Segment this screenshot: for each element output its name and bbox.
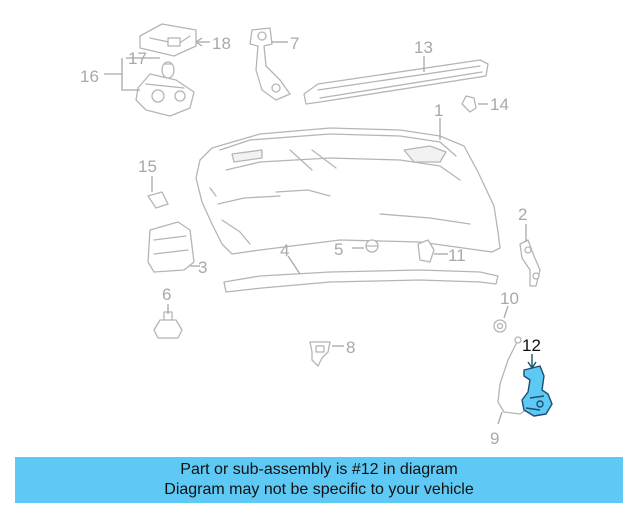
callout-13: 13	[414, 38, 433, 57]
callout-2: 2	[518, 205, 527, 224]
callout-17: 17	[128, 49, 147, 68]
part-12-latch-highlighted[interactable]	[521, 365, 553, 417]
part-14-clip[interactable]	[461, 95, 477, 113]
callout-4: 4	[280, 241, 289, 260]
callout-18: 18	[212, 34, 231, 53]
part-4-weatherstrip[interactable]	[223, 269, 499, 293]
part-10-grommet[interactable]	[493, 319, 507, 333]
part-9-cable[interactable]	[497, 336, 533, 415]
callout-12: 12	[522, 336, 541, 355]
part-6-bumper-mount[interactable]	[153, 311, 183, 339]
banner-line-2: Diagram may not be specific to your vehi…	[164, 481, 474, 498]
callout-7: 7	[290, 34, 299, 53]
callout-9: 9	[490, 429, 499, 448]
info-banner: Part or sub-assembly is #12 in diagram D…	[15, 457, 623, 503]
callout-11: 11	[448, 246, 466, 265]
part-16-hinge-assembly[interactable]	[135, 73, 195, 117]
part-8-clip[interactable]	[309, 341, 331, 367]
part-1-liftgate[interactable]	[195, 127, 501, 255]
part-18-hinge-bracket[interactable]	[139, 23, 197, 57]
callout-14: 14	[490, 95, 509, 114]
callout-5: 5	[334, 240, 343, 259]
part-11-retainer[interactable]	[417, 239, 435, 263]
callout-10: 10	[500, 289, 519, 308]
parts-diagram: 18 17 16 7 13 14	[80, 23, 553, 448]
part-5-bumper[interactable]	[365, 239, 379, 253]
callout-16: 16	[80, 67, 99, 86]
part-2-hinge[interactable]	[519, 239, 541, 287]
part-3-trim-panel[interactable]	[147, 221, 195, 273]
part-15-pad[interactable]	[147, 191, 169, 209]
callout-8: 8	[346, 338, 355, 357]
callout-15: 15	[138, 157, 157, 176]
part-17-bolt[interactable]	[161, 61, 175, 79]
part-13-trim-strip[interactable]	[303, 59, 489, 105]
callout-3: 3	[198, 258, 207, 277]
banner-line-1: Part or sub-assembly is #12 in diagram	[180, 461, 458, 478]
callout-6: 6	[162, 285, 171, 304]
part-7-strut-bracket[interactable]	[249, 27, 291, 101]
callout-1: 1	[434, 101, 443, 120]
